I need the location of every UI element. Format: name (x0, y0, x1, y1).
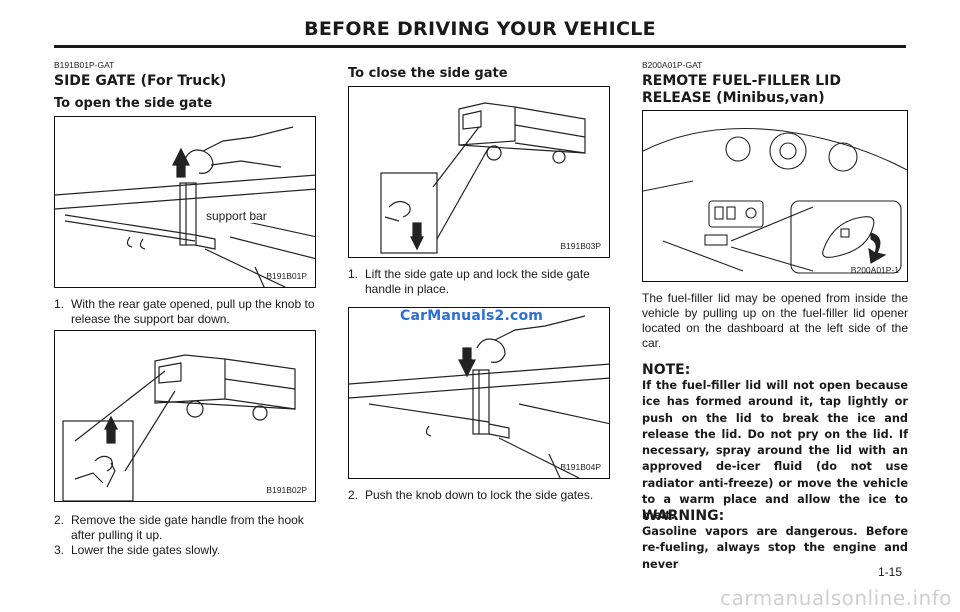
figure-code: B191B03P (560, 241, 601, 251)
site-watermark: carmanualsonline.info (720, 586, 952, 610)
step-number: 2. (54, 513, 65, 527)
page-number: 1-15 (877, 565, 902, 579)
page-header-title: BEFORE DRIVING YOUR VEHICLE (304, 18, 656, 40)
step-number: 3. (54, 543, 65, 557)
section-code: B200A01P-GAT (642, 60, 703, 70)
body-paragraph: The fuel-filler lid may be opened from i… (642, 291, 908, 350)
section-code: B191B01P-GAT (54, 60, 115, 70)
step-text: Lift the side gate up and lock the side … (365, 267, 590, 296)
step-item: 1. With the rear gate opened, pull up th… (54, 297, 320, 327)
support-bar-illustration (55, 126, 315, 287)
section-heading: REMOTE FUEL-FILLER LID RELEASE (Minibus,… (642, 73, 841, 106)
figure-side-gate-handle: B191B02P (54, 330, 316, 502)
header-divider (54, 45, 906, 48)
figure-fuel-lid-release: B200A01P-1 (642, 110, 908, 282)
section-heading: SIDE GATE (For Truck) (54, 73, 227, 89)
dashboard-illustration (643, 127, 907, 274)
figure-code: B191B01P (266, 271, 307, 281)
step-number: 1. (54, 297, 65, 311)
step-text: With the rear gate opened, pull up the k… (71, 297, 315, 326)
step-text: Remove the side gate handle from the hoo… (71, 513, 304, 542)
step-number: 2. (348, 488, 359, 502)
step-number: 1. (348, 267, 359, 281)
figure-code: B200A01P-1 (850, 265, 899, 275)
truck-handle-illustration (62, 354, 296, 501)
warning-title: WARNING: (642, 508, 725, 524)
knob-push-illustration (349, 315, 609, 478)
step-item: 2. Remove the side gate handle from the … (54, 513, 320, 543)
figure-lock-side-gate: B191B04P (348, 307, 610, 479)
step-text: Lower the side gates slowly. (71, 543, 221, 557)
figure-close-side-gate: B191B03P (348, 86, 610, 258)
support-bar-label: support bar (205, 209, 268, 223)
watermark: CarManuals2.com (400, 308, 544, 324)
figure-open-side-gate: support bar B191B01P (54, 116, 316, 288)
figure-code: B191B04P (560, 462, 601, 472)
section-heading: To close the side gate (348, 66, 508, 81)
figure-code: B191B02P (266, 485, 307, 495)
step-item: 1. Lift the side gate up and lock the si… (348, 267, 614, 297)
step-item: 3. Lower the side gates slowly. (54, 543, 320, 558)
note-title: NOTE: (642, 362, 691, 378)
truck-lift-gate-illustration (380, 102, 586, 254)
warning-body: Gasoline vapors are dangerous. Before re… (642, 525, 908, 571)
step-item: 2. Push the knob down to lock the side g… (348, 488, 614, 503)
subsection-heading: To open the side gate (54, 96, 213, 111)
note-body: If the fuel-filler lid will not open bec… (642, 379, 908, 523)
step-text: Push the knob down to lock the side gate… (365, 488, 594, 502)
